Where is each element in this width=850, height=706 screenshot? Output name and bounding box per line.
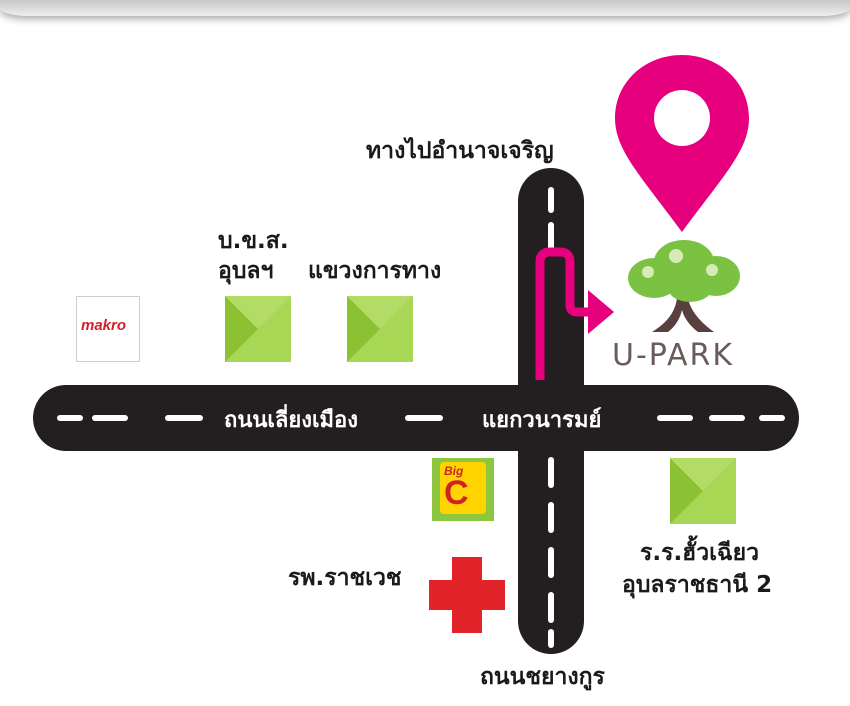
label-hospital: รพ.ราชเวช [288, 565, 402, 591]
bigc-logo-c: C [444, 474, 469, 512]
label-bks-line2: อุบลฯ [218, 258, 274, 284]
tree-logo-icon [628, 240, 740, 332]
landmark-bks [225, 296, 291, 362]
label-school-line1: ร.ร.ฮั้วเฉียว [640, 540, 760, 566]
top-bar [0, 0, 850, 16]
upark-logo-text: U-PARK [612, 338, 734, 373]
label-bks-line1: บ.ข.ส. [218, 228, 289, 254]
label-highway-office: แขวงการทาง [308, 258, 442, 284]
bigc-logo-big: Big [444, 464, 464, 478]
landmark-school [670, 458, 736, 524]
road-label-junction: แยกวนารมย์ [478, 402, 606, 437]
road-label-bypass: ถนนเลี่ยงเมือง [220, 402, 363, 437]
map-pin-icon [615, 55, 749, 232]
makro-logo-text: makro [81, 317, 127, 334]
bigc-logo: Big C [432, 458, 494, 521]
landmark-highway-office [347, 296, 413, 362]
hospital-cross-icon [429, 557, 505, 633]
bigc-logo-bg [440, 462, 486, 514]
label-school-line2: อุบลราชธานี 2 [622, 572, 773, 598]
route-arrow-icon [535, 247, 614, 380]
label-to-amnat: ทางไปอำนาจเจริญ [366, 138, 554, 164]
label-south-road: ถนนชยางกูร [480, 664, 605, 690]
makro-logo: makro [76, 296, 140, 362]
